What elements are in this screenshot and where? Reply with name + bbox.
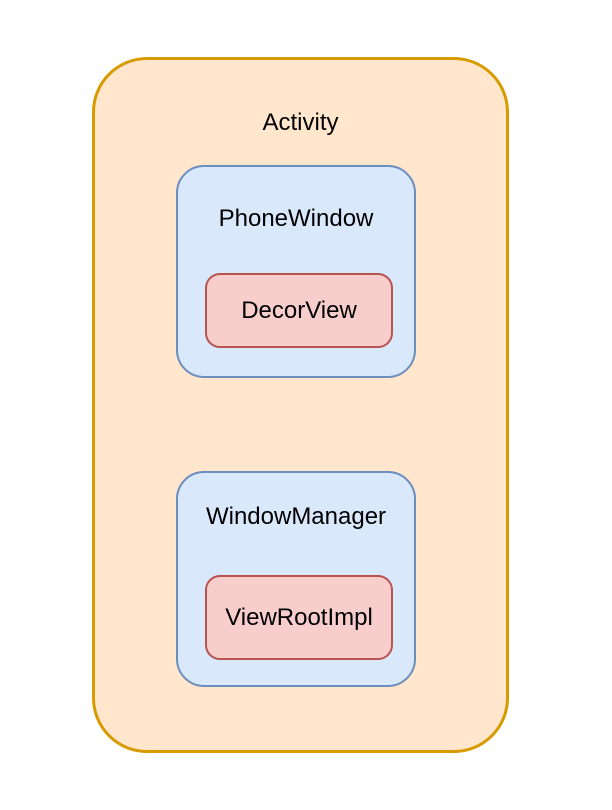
decor-view-node: DecorView [205,273,393,348]
activity-node: Activity PhoneWindow DecorView WindowMan… [92,57,509,753]
view-root-impl-label: ViewRootImpl [225,603,373,631]
decor-view-label: DecorView [241,296,357,324]
view-root-impl-node: ViewRootImpl [205,575,393,660]
phone-window-node: PhoneWindow DecorView [176,165,416,378]
activity-label: Activity [262,109,339,136]
window-manager-label: WindowManager [205,503,387,530]
phone-window-label: PhoneWindow [218,205,374,232]
window-manager-node: WindowManager ViewRootImpl [176,471,416,687]
